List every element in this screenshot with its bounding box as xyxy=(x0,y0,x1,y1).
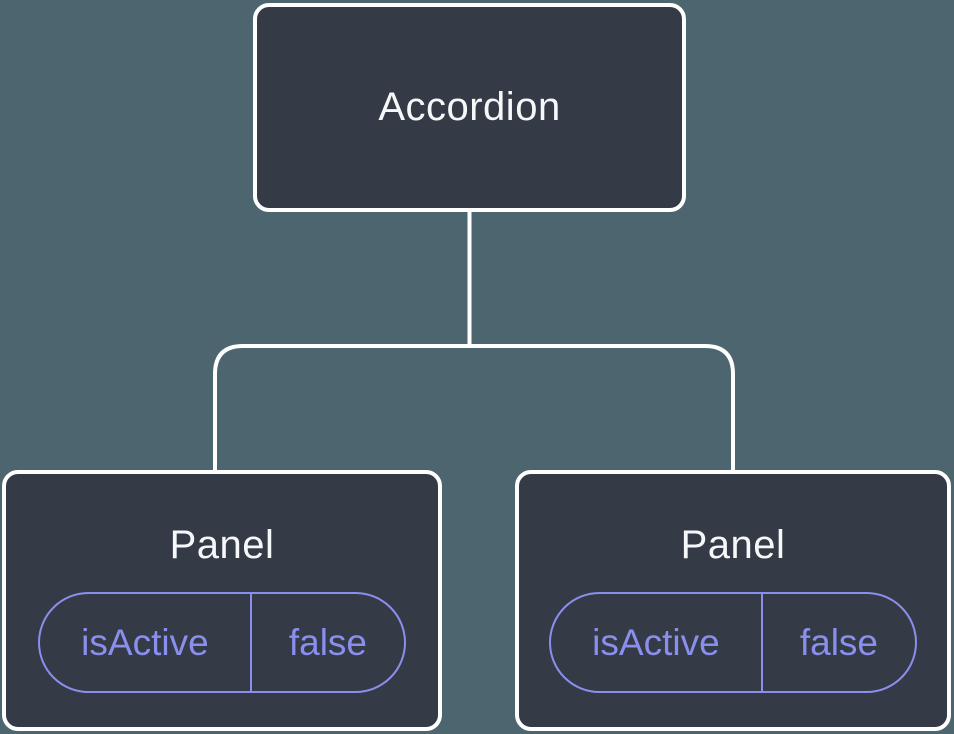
panel-left-state-pill: isActive false xyxy=(38,592,406,693)
panel-right-label: Panel xyxy=(680,523,786,567)
node-panel-left: Panel isActive false xyxy=(2,470,442,731)
connector-branch xyxy=(213,344,735,471)
panel-right-state-pill: isActive false xyxy=(549,592,917,693)
state-value: false xyxy=(799,621,878,663)
state-key: isActive xyxy=(551,594,763,691)
node-accordion: Accordion xyxy=(253,3,686,212)
state-value: false xyxy=(288,621,367,663)
node-panel-right: Panel isActive false xyxy=(515,470,951,731)
accordion-label: Accordion xyxy=(378,85,561,129)
state-key: isActive xyxy=(40,594,252,691)
panel-left-label: Panel xyxy=(169,523,275,567)
